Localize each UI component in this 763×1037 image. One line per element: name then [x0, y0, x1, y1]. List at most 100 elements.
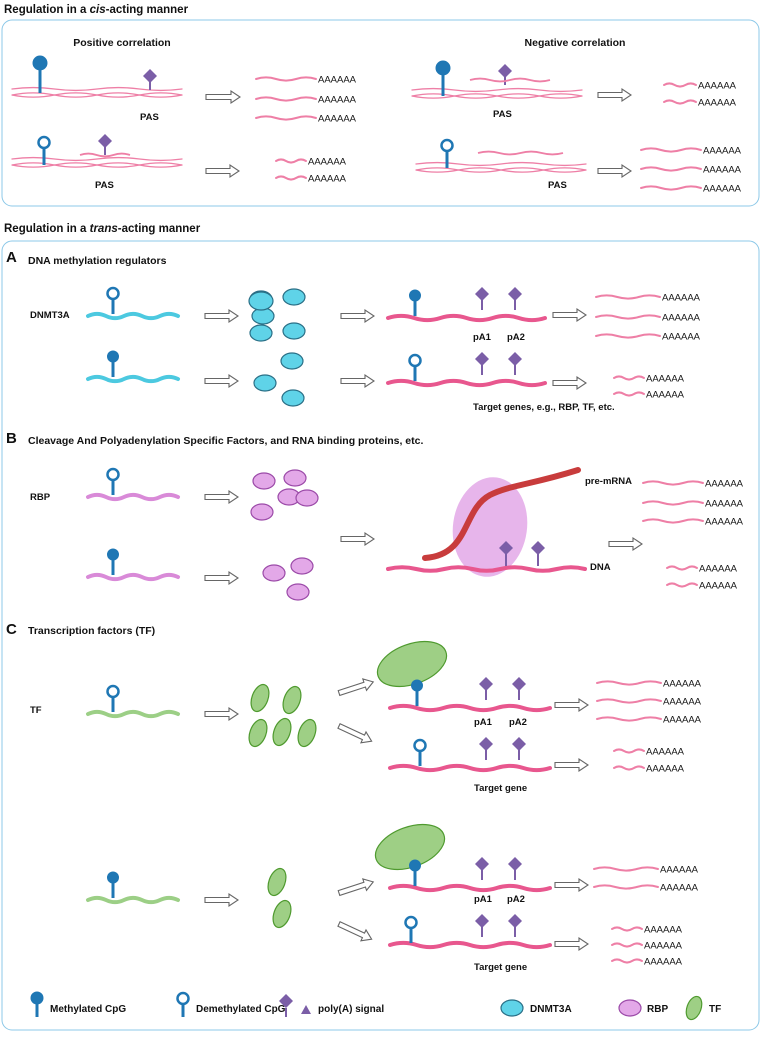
cis-dna-2-strand-3	[411, 87, 583, 93]
tf-protein	[272, 717, 292, 747]
open-arrow	[204, 373, 239, 389]
open-arrow-shape	[340, 531, 375, 547]
rbp-protein	[295, 489, 319, 507]
open-arrow-shape	[554, 757, 589, 773]
pa2-label: pA2	[509, 717, 527, 728]
open-arrow	[337, 878, 375, 897]
polya-tail-label: AAAAAA	[646, 374, 685, 385]
open-arrow-shape	[337, 678, 375, 697]
dnmt3a-protein	[281, 389, 305, 407]
tf-protein	[282, 685, 302, 715]
demethylated-cpg-icon	[176, 991, 190, 1006]
mrna-transcript	[663, 82, 697, 88]
target-gene-c4	[388, 940, 552, 950]
polya-signal-icon	[475, 857, 489, 871]
rbp-protein	[252, 472, 276, 490]
legend-diamond-icon	[279, 994, 293, 1008]
open-arrow	[337, 678, 375, 697]
open-arrow	[597, 87, 632, 103]
polya-tail-label: AAAAAA	[663, 715, 702, 726]
target-gene-a1	[386, 313, 547, 323]
dna-strand	[386, 565, 587, 573]
methylated-cpg-icon	[107, 350, 119, 363]
mrna-transcript	[642, 500, 704, 506]
mrna-transcript	[640, 166, 702, 172]
polya-tail-label: AAAAAA	[705, 479, 744, 490]
mrna-transcript	[255, 96, 317, 102]
polya-tail-label: AAAAAA	[318, 95, 357, 106]
mrna-transcript	[611, 926, 643, 932]
pre-mrna-label: pre-mRNA	[585, 476, 632, 487]
open-arrow	[552, 307, 587, 323]
open-arrow-shape	[337, 723, 373, 744]
mrna-transcript	[596, 680, 662, 686]
open-arrow-shape	[554, 697, 589, 713]
polya-signal-icon	[475, 287, 489, 301]
open-arrow	[597, 163, 632, 179]
open-arrow	[340, 308, 375, 324]
rbp-protein	[262, 564, 286, 582]
panel-c-title: Transcription factors (TF)	[28, 625, 155, 637]
mrna-transcript	[595, 314, 661, 320]
polya-tail-label: AAAAAA	[705, 499, 744, 510]
open-arrow-shape	[205, 163, 240, 179]
mrna-transcript	[640, 147, 702, 153]
methylated-cpg-icon	[32, 55, 48, 71]
polya-signal-icon	[479, 737, 493, 751]
rbp-protein	[290, 557, 314, 575]
polya-tail-label: AAAAAA	[662, 313, 701, 324]
panel-c-letter: C	[6, 621, 17, 638]
rbp-protein	[250, 503, 274, 521]
pa2-label: pA2	[507, 332, 525, 343]
open-arrow-shape	[597, 163, 632, 179]
open-arrow	[204, 308, 239, 324]
polya-tail-label: AAAAAA	[646, 764, 685, 775]
dnmt3a-gene-methylated	[86, 374, 180, 384]
polya-signal-icon	[475, 352, 489, 366]
rbp-gene-methylated	[86, 572, 180, 582]
polya-signal-icon	[508, 857, 522, 871]
polya-tail-label: AAAAAA	[703, 184, 742, 195]
open-arrow	[204, 570, 239, 586]
legend-rbp-icon	[618, 999, 642, 1017]
polya-tail-label: AAAAAA	[646, 747, 685, 758]
mrna-transcript	[596, 698, 662, 704]
mrna-transcript	[613, 748, 645, 754]
pa1-label: pA1	[474, 894, 493, 905]
mrna-transcript	[275, 158, 307, 164]
polya-tail-label: AAAAAA	[662, 332, 701, 343]
target-gene-c2	[388, 763, 552, 773]
demethylated-cpg-icon	[37, 135, 51, 150]
mrna-transcript	[255, 76, 317, 82]
polya-signal-icon	[98, 134, 112, 148]
mrna-transcript	[593, 866, 659, 872]
target-gene-c1	[388, 703, 552, 713]
open-arrow-shape	[340, 373, 375, 389]
polya-tail-label: AAAAAA	[644, 925, 683, 936]
polya-tail-label: AAAAAA	[318, 114, 357, 125]
panel-b-letter: B	[6, 430, 17, 447]
mrna-transcript	[611, 942, 643, 948]
mrna-transcript	[613, 375, 645, 381]
mrna-transcript	[640, 185, 702, 191]
tf-gene-demethylated	[86, 709, 180, 719]
legend-tf-label: TF	[709, 1004, 721, 1015]
open-arrow	[554, 757, 589, 773]
methylated-cpg-icon	[107, 871, 119, 884]
polya-signal-icon	[508, 914, 522, 928]
mrna-transcript	[595, 294, 661, 300]
methylated-cpg-icon	[107, 548, 119, 561]
pas-label: PAS	[140, 112, 159, 123]
mrna-transcript	[595, 333, 661, 339]
demethylated-cpg-icon	[440, 138, 454, 153]
rbp-gene-demethylated	[86, 492, 180, 502]
polya-tail-label: AAAAAA	[308, 157, 347, 168]
dnmt3a-protein	[248, 291, 274, 311]
demethylated-cpg-icon	[408, 353, 422, 368]
target-gene-label: Target gene	[474, 783, 527, 794]
polya-signal-icon	[143, 69, 157, 83]
legend-demethylated-label: Demethylated CpG	[196, 1004, 286, 1015]
polya-tail-label: AAAAAA	[663, 679, 702, 690]
dnmt3a-gene-label: DNMT3A	[30, 310, 70, 321]
legend-methylated-label: Methylated CpG	[50, 1004, 126, 1015]
